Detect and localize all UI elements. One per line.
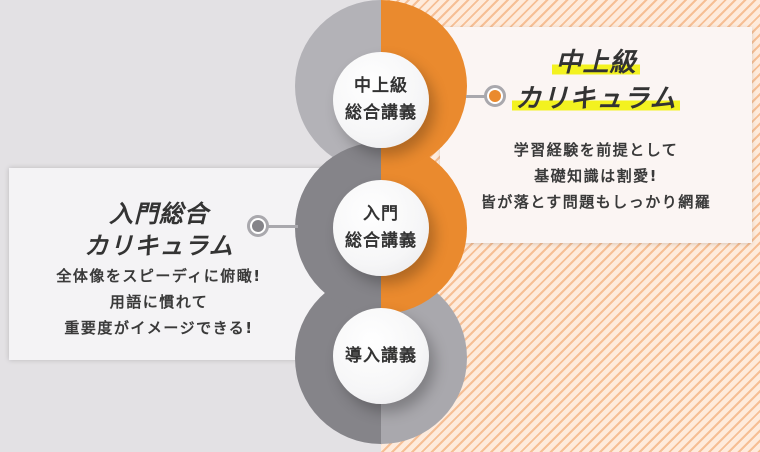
intro-course-badge[interactable]: 入門 総合講義 xyxy=(333,180,429,276)
intro-title-line2: カリキュラム xyxy=(84,232,234,260)
advanced-curriculum-card: 中上級 カリキュラム 学習経験を前提として 基礎知識は割愛! 皆が落とす問題もし… xyxy=(440,27,752,243)
orientation-badge-label: 導入講義 xyxy=(345,345,417,366)
intro-description: 全体像をスピーディに俯瞰! 用語に慣れて 重要度がイメージできる! xyxy=(9,263,309,341)
intro-desc-line: 重要度がイメージできる! xyxy=(64,319,254,337)
intro-connector-dot-icon xyxy=(247,215,269,237)
intro-title-line1: 入門総合 xyxy=(109,200,209,228)
intro-connector-line xyxy=(268,225,298,228)
advanced-desc-line: 基礎知識は割愛! xyxy=(534,167,658,185)
advanced-title-line2: カリキュラム xyxy=(512,84,680,114)
advanced-desc-line: 学習経験を前提として xyxy=(513,141,679,159)
intro-curriculum-card: 入門総合 カリキュラム 全体像をスピーディに俯瞰! 用語に慣れて 重要度がイメー… xyxy=(9,168,339,360)
advanced-desc-line: 皆が落とす問題もしっかり網羅 xyxy=(480,193,712,211)
advanced-course-badge[interactable]: 中上級 総合講義 xyxy=(333,52,429,148)
advanced-connector-line xyxy=(466,95,486,98)
advanced-card-title: 中上級 カリキュラム xyxy=(440,45,752,117)
intro-desc-line: 用語に慣れて xyxy=(109,293,209,311)
advanced-title-line1: 中上級 xyxy=(552,48,640,78)
intro-desc-line: 全体像をスピーディに俯瞰! xyxy=(56,267,262,285)
advanced-connector-dot-icon xyxy=(484,85,506,107)
intro-badge-line2: 総合講義 xyxy=(345,231,417,251)
advanced-badge-line1: 中上級 xyxy=(354,76,408,96)
intro-card-title: 入門総合 カリキュラム xyxy=(9,198,309,262)
orientation-course-badge[interactable]: 導入講義 xyxy=(333,308,429,404)
intro-badge-line1: 入門 xyxy=(363,204,399,224)
advanced-badge-line2: 総合講義 xyxy=(345,103,417,123)
advanced-description: 学習経験を前提として 基礎知識は割愛! 皆が落とす問題もしっかり網羅 xyxy=(440,137,752,215)
